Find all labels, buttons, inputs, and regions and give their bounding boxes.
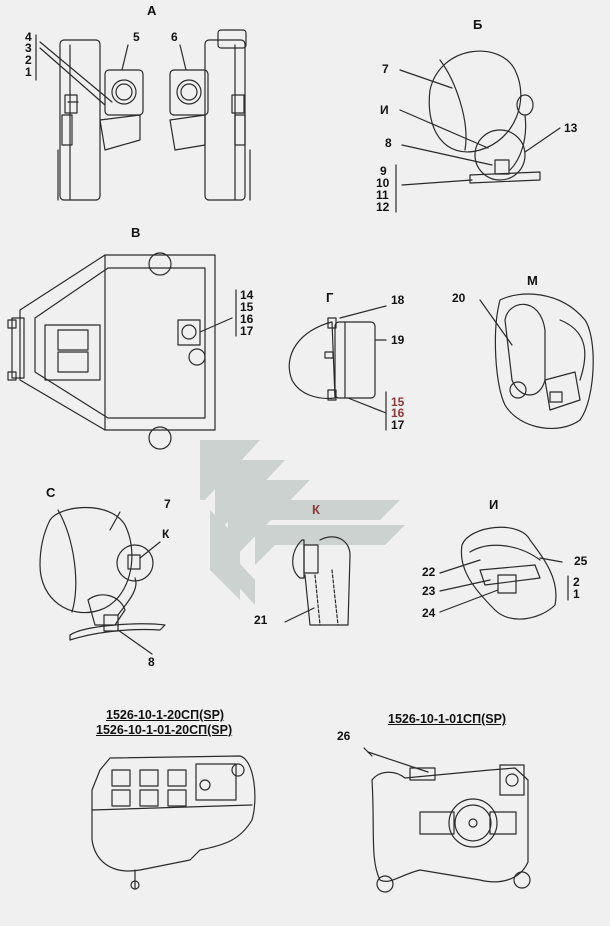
view-label-i: И: [489, 497, 499, 512]
callout-i-1: 1: [573, 587, 580, 601]
variant-title-left-2: 1526-10-1-01-20СП(SP): [96, 723, 233, 737]
callout-21: 21: [254, 613, 268, 627]
callout-2: 2: [25, 53, 32, 67]
view-label-m: М: [527, 273, 538, 288]
view-a-assembly: [35, 29, 251, 201]
callout-6: 6: [171, 30, 178, 44]
view-label-v: В: [131, 225, 141, 240]
cab-variant-right: [363, 747, 531, 893]
callout-7: 7: [382, 62, 389, 76]
view-g-assembly: [288, 305, 387, 431]
callout-c-7: 7: [164, 497, 171, 511]
view-b-assembly: [395, 50, 561, 213]
view-label-c: С: [46, 485, 56, 500]
callout-14: 14: [240, 288, 254, 302]
callout-18: 18: [391, 293, 405, 307]
view-label-k: К: [312, 502, 320, 517]
variant-title-left-1: 1526-10-1-20СП(SP): [106, 708, 225, 722]
view-label-a: А: [147, 3, 157, 18]
callout-26: 26: [337, 729, 351, 743]
callout-19: 19: [391, 333, 405, 347]
callout-24: 24: [422, 606, 436, 620]
callout-17-b: 17: [391, 418, 405, 432]
callout-c-8: 8: [148, 655, 155, 669]
view-m-assembly: [479, 293, 594, 429]
callout-8: 8: [385, 136, 392, 150]
view-c-assembly: [39, 506, 166, 655]
callout-10: 10: [376, 176, 390, 190]
view-k-assembly: [284, 536, 351, 626]
view-v-assembly: [7, 252, 237, 450]
callout-i-2: 2: [573, 575, 580, 589]
callout-20: 20: [452, 291, 466, 305]
callout-4: 4: [25, 30, 32, 44]
callout-25: 25: [574, 554, 588, 568]
watermark-logo: [200, 440, 405, 605]
callout-c-k: К: [162, 527, 170, 541]
callout-11: 11: [376, 188, 389, 202]
callout-16: 16: [240, 312, 254, 326]
callout-i-letter: И: [380, 103, 389, 117]
view-i-assembly: [439, 526, 569, 620]
callout-3: 3: [25, 41, 32, 55]
callout-15: 15: [240, 300, 254, 314]
callout-16-red: 16: [391, 406, 405, 420]
callout-1: 1: [25, 65, 32, 79]
cab-variant-left: [91, 755, 256, 890]
view-label-b: Б: [473, 17, 483, 32]
callout-13: 13: [564, 121, 578, 135]
callout-23: 23: [422, 584, 436, 598]
callout-9: 9: [380, 164, 387, 178]
view-label-g: Г: [326, 290, 334, 305]
variant-title-right: 1526-10-1-01СП(SP): [388, 712, 507, 726]
callout-12: 12: [376, 200, 390, 214]
callout-17: 17: [240, 324, 254, 338]
callout-5: 5: [133, 30, 140, 44]
callout-22: 22: [422, 565, 436, 579]
callout-15-red: 15: [391, 395, 405, 409]
